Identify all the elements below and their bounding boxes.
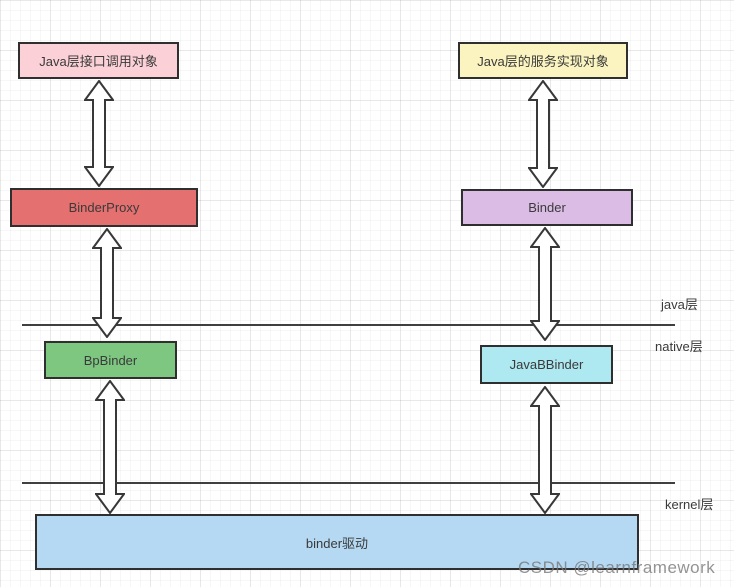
- layer-label-java: java层: [661, 297, 698, 312]
- box-java-caller: Java层接口调用对象: [18, 42, 179, 79]
- box-label: BpBinder: [83, 352, 138, 368]
- double-arrow-binderproxy-bpbinder: [92, 228, 122, 338]
- layer-label-kernel: kernel层: [665, 497, 714, 512]
- box-binder-driver: binder驱动: [35, 514, 639, 570]
- box-label: Binder: [528, 200, 566, 215]
- double-arrow-binder-javabbinder: [530, 227, 560, 341]
- box-label: JavaBBinder: [509, 357, 584, 372]
- double-arrow-javabbinder-driver: [530, 386, 560, 514]
- layer-label-native: native层: [655, 339, 703, 354]
- box-javabbinder: JavaBBinder: [480, 345, 613, 384]
- box-label: Java层接口调用对象: [39, 54, 158, 69]
- box-label: Java层的服务实现对象: [477, 54, 609, 69]
- box-bpbinder: BpBinder: [44, 341, 177, 379]
- double-arrow-bpbinder-driver: [95, 380, 125, 514]
- box-java-service: Java层的服务实现对象: [458, 42, 628, 79]
- layer-divider-native-kernel: [22, 482, 675, 484]
- box-binder: Binder: [461, 189, 633, 226]
- layer-divider-java-native: [22, 324, 675, 326]
- watermark: CSDN @learnframework: [518, 558, 716, 577]
- double-arrow-service-binder: [528, 80, 558, 188]
- box-label: binder驱动: [305, 535, 369, 551]
- double-arrow-caller-binderproxy: [84, 80, 114, 187]
- box-binderproxy: BinderProxy: [10, 188, 198, 227]
- box-label: BinderProxy: [68, 200, 140, 215]
